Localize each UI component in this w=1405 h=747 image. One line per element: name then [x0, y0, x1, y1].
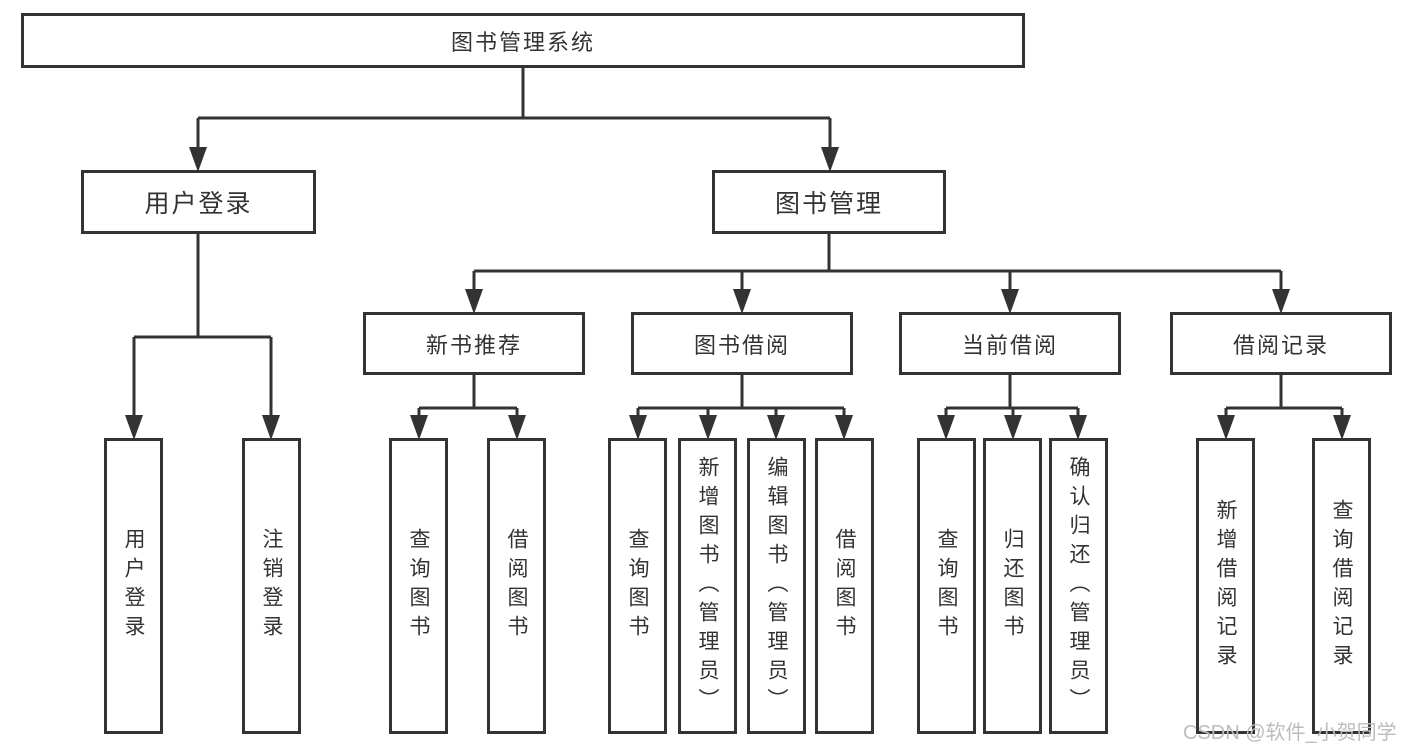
leaf-logout: 注销登录: [242, 438, 301, 734]
node-root: 图书管理系统: [21, 13, 1025, 68]
leaf-add-borrow-record: 新增借阅记录: [1196, 438, 1255, 734]
node-borrowing-records-label: 借阅记录: [1232, 332, 1329, 358]
node-new-book-recommend: 新书推荐: [363, 312, 585, 375]
leaf-user-login: 用户登录: [104, 438, 163, 734]
csdn-watermark: CSDN @软件_小贺同学: [1183, 722, 1397, 744]
leaf-edit-book-admin-label: 编辑图书（管理员）: [765, 455, 789, 717]
node-book-borrowing-label: 图书借阅: [693, 332, 790, 358]
node-borrowing-records: 借阅记录: [1170, 312, 1392, 375]
leaf-confirm-return-admin-label: 确认归还（管理员）: [1067, 455, 1091, 717]
node-user-login: 用户登录: [81, 170, 316, 234]
leaf-return-books-label: 归还图书: [1001, 528, 1025, 644]
leaf-query-books-borrowing-label: 查询图书: [626, 528, 650, 644]
leaf-query-books-current: 查询图书: [917, 438, 976, 734]
node-user-login-label: 用户登录: [144, 190, 253, 218]
leaf-add-book-admin-label: 新增图书（管理员）: [696, 455, 720, 717]
leaf-user-login-label: 用户登录: [122, 528, 146, 644]
leaf-query-books-recommend: 查询图书: [389, 438, 448, 734]
leaf-query-books-borrowing: 查询图书: [608, 438, 667, 734]
connector-path: [132, 68, 1344, 418]
leaf-query-books-recommend-label: 查询图书: [407, 528, 431, 644]
leaf-query-borrow-record-label: 查询借阅记录: [1330, 499, 1354, 673]
leaf-borrow-books-recommend: 借阅图书: [487, 438, 546, 734]
leaf-confirm-return-admin: 确认归还（管理员）: [1049, 438, 1108, 734]
leaf-logout-label: 注销登录: [260, 528, 284, 644]
leaf-edit-book-admin: 编辑图书（管理员）: [747, 438, 806, 734]
leaf-borrow-books-label: 借阅图书: [833, 528, 857, 644]
leaf-query-books-current-label: 查询图书: [935, 528, 959, 644]
node-root-label: 图书管理系统: [450, 29, 595, 55]
leaf-add-book-admin: 新增图书（管理员）: [678, 438, 737, 734]
node-book-management-label: 图书管理: [774, 190, 883, 218]
arrowheads: [125, 147, 1351, 440]
leaf-borrow-books-recommend-label: 借阅图书: [505, 528, 529, 644]
leaf-return-books: 归还图书: [983, 438, 1042, 734]
node-new-book-recommend-label: 新书推荐: [425, 332, 522, 358]
node-current-borrowing-label: 当前借阅: [961, 332, 1058, 358]
leaf-borrow-books: 借阅图书: [815, 438, 874, 734]
node-book-borrowing: 图书借阅: [631, 312, 853, 375]
node-current-borrowing: 当前借阅: [899, 312, 1121, 375]
leaf-add-borrow-record-label: 新增借阅记录: [1214, 499, 1238, 673]
node-book-management: 图书管理: [712, 170, 946, 234]
leaf-query-borrow-record: 查询借阅记录: [1312, 438, 1371, 734]
